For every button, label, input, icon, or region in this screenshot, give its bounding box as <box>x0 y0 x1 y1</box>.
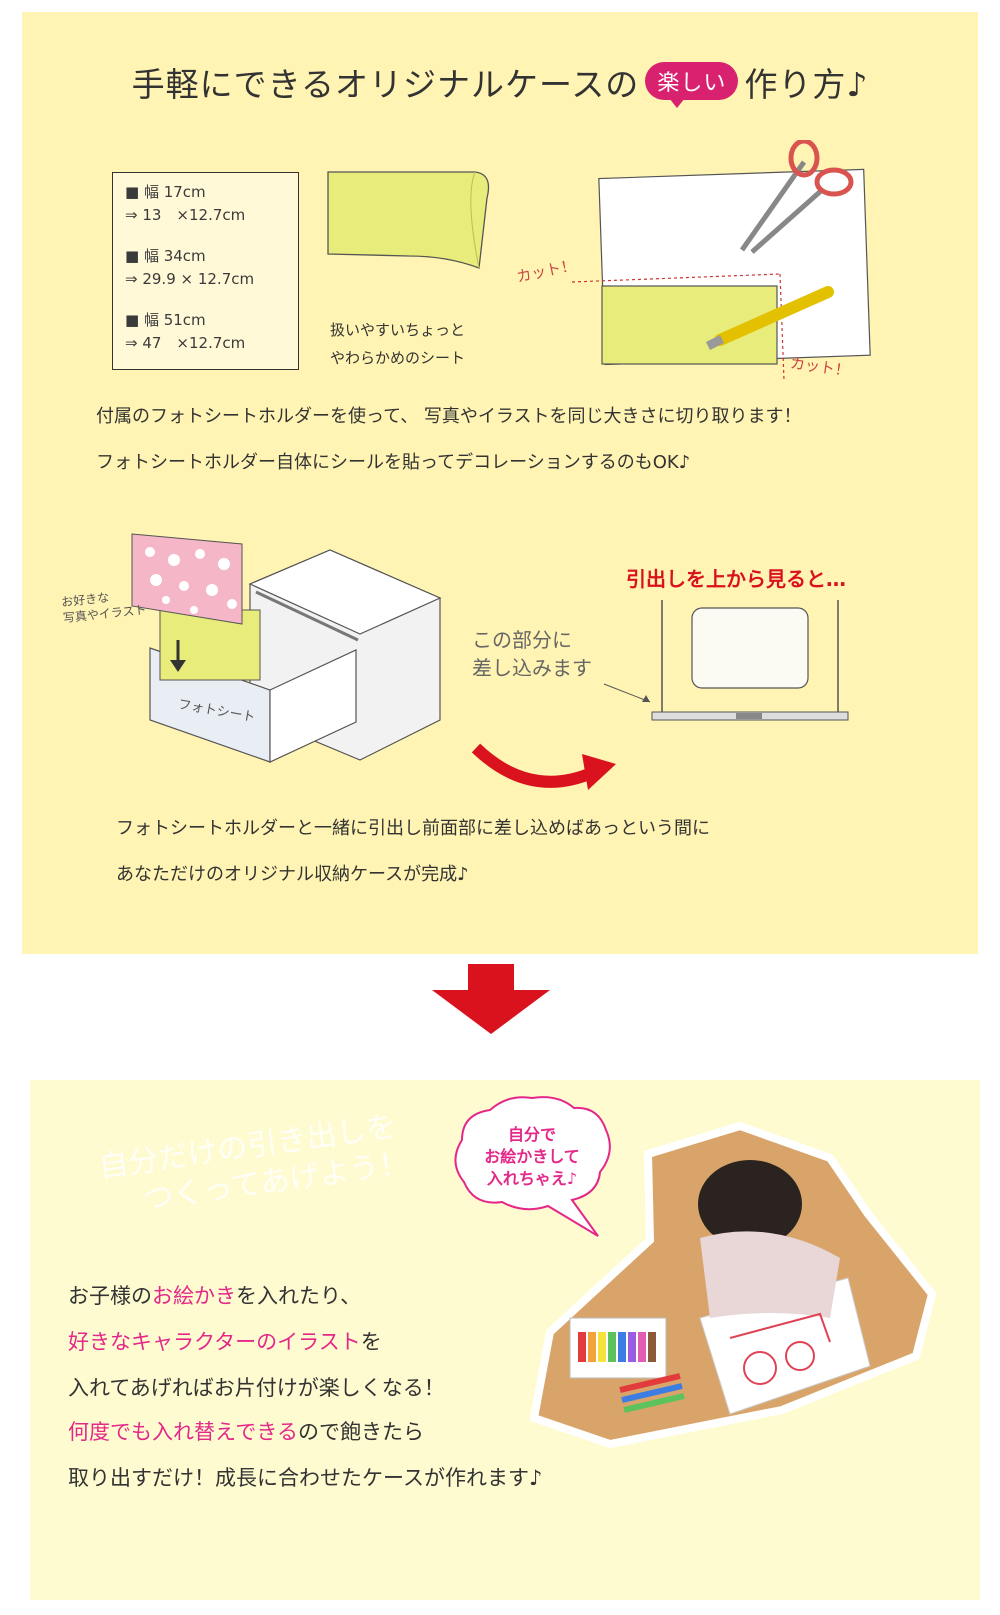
body-line: 何度でも入れ替えできるので飽きたら <box>68 1416 424 1446</box>
bubble-line: お絵かきして <box>484 1147 580 1166</box>
instruction-line: 付属のフォトシートホルダーを使って、 写真やイラストを同じ大きさに切り取ります！ <box>96 406 802 427</box>
bubble-line: 入れちゃえ♪ <box>486 1169 578 1188</box>
child-shirt <box>700 1231 840 1318</box>
body-line: 入れてあげればお片付けが楽しくなる！ <box>68 1376 445 1400</box>
drawing-scribble <box>729 1312 831 1385</box>
instruction-line: フォトシートホルダー自体にシールを貼ってデコレーションするのもOK♪ <box>96 452 691 473</box>
size-width-label: ■ 幅 51cm <box>125 311 206 329</box>
size-dimensions: ⇒ 13 ×12.7cm <box>125 206 246 224</box>
body-highlight: 好きなキャラクターのイラスト <box>68 1330 361 1354</box>
size-width-label: ■ 幅 17cm <box>125 183 206 201</box>
size-entry: ■ 幅 51cm ⇒ 47 ×12.7cm <box>125 309 298 355</box>
step2-instructions: フォトシートホルダーと一緒に引出し前面部に差し込めばあっという間に あなただけの… <box>116 806 710 898</box>
instructions-panel <box>22 12 978 954</box>
size-entry: ■ 幅 34cm ⇒ 29.9 × 12.7cm <box>125 245 298 291</box>
photo-sheet-illustration <box>327 171 490 269</box>
bubble-line: 自分で <box>507 1125 556 1144</box>
top-view-heading: 引出しを上から見ると… <box>626 567 846 591</box>
body-highlight: 何度でも入れ替えできる <box>68 1420 298 1444</box>
body-line: お子様のお絵かきを入れたり、 <box>68 1280 361 1310</box>
sheet-note-line: やわらかめのシート <box>330 349 466 367</box>
speech-bubble <box>454 1096 611 1237</box>
sheet-note: 扱いやすいちょっと やわらかめのシート <box>330 316 465 372</box>
drawer-illustration <box>131 533 442 763</box>
body-highlight: お絵かき <box>152 1284 236 1308</box>
callout-line: 差し込みます <box>472 656 592 680</box>
instruction-line: あなただけのオリジナル収納ケースが完成♪ <box>116 864 469 885</box>
callout-line: この部分に <box>472 628 572 652</box>
child-hair <box>698 1160 802 1248</box>
page-title: 手軽にできるオリジナルケースの楽しい作り方♪ <box>0 58 1000 108</box>
body-line: 好きなキャラクターのイラストを <box>68 1326 382 1356</box>
size-dimensions: ⇒ 47 ×12.7cm <box>125 334 246 352</box>
down-arrow-icon <box>432 964 550 1034</box>
sheet-note-line: 扱いやすいちょっと <box>330 321 466 339</box>
insert-callout: この部分に 差し込みます <box>472 626 592 682</box>
title-text-after: 作り方♪ <box>744 65 869 104</box>
size-width-label: ■ 幅 34cm <box>125 247 206 265</box>
cutting-illustration <box>571 140 871 381</box>
child-drawing-photo <box>530 1121 937 1449</box>
body-text: お子様の <box>68 1284 152 1308</box>
cutter-knife-icon <box>705 286 834 351</box>
polka-dot-pattern <box>145 547 237 614</box>
body-text: を <box>360 1330 382 1354</box>
title-text-before: 手軽にできるオリジナルケースの <box>131 65 640 104</box>
body-text: ので飽きたら <box>297 1420 424 1444</box>
size-list-box: ■ 幅 17cm ⇒ 13 ×12.7cm ■ 幅 34cm ⇒ 29.9 × … <box>112 172 299 370</box>
title-badge: 楽しい <box>645 62 739 108</box>
crayon-row <box>578 1332 656 1362</box>
curved-arrow-icon <box>471 743 616 790</box>
crayons-loose <box>619 1373 685 1413</box>
step1-instructions: 付属のフォトシートホルダーを使って、 写真やイラストを同じ大きさに切り取ります！… <box>96 394 802 486</box>
size-entry: ■ 幅 17cm ⇒ 13 ×12.7cm <box>125 181 298 227</box>
pointer-line <box>603 683 651 703</box>
drawer-top-view <box>651 600 849 721</box>
instruction-line: フォトシートホルダーと一緒に引出し前面部に差し込めばあっという間に <box>116 818 710 839</box>
speech-bubble-text: 自分で お絵かきして 入れちゃえ♪ <box>462 1124 602 1190</box>
body-text: を入れたり、 <box>236 1284 362 1308</box>
body-line: 取り出すだけ！成長に合わせたケースが作れます♪ <box>68 1466 543 1490</box>
size-dimensions: ⇒ 29.9 × 12.7cm <box>125 270 255 288</box>
scissors-icon <box>739 140 854 254</box>
